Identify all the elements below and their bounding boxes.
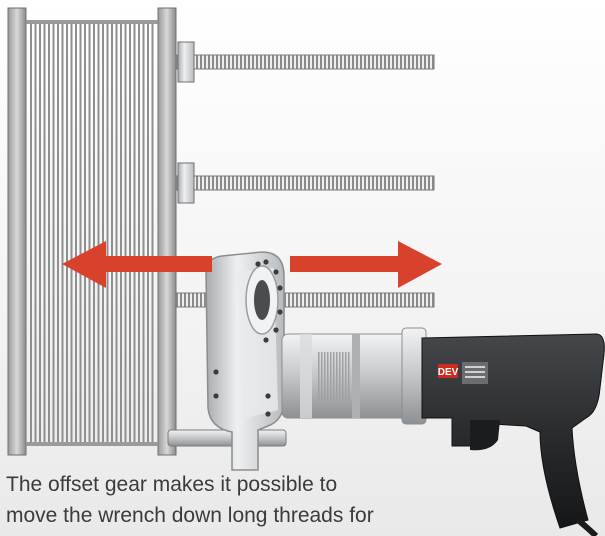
power-cable (576, 517, 599, 536)
tie-rod-middle (175, 162, 435, 204)
arrow-right-icon (290, 241, 442, 288)
hex-nut (177, 162, 195, 204)
caption: The offset gear makes it possible to mov… (6, 469, 566, 531)
tie-rod-top (175, 41, 435, 83)
plate-pack (26, 20, 158, 446)
hex-nut (177, 41, 195, 83)
right-plate (157, 7, 177, 456)
brand-badge (438, 364, 458, 378)
caption-line-2: move the wrench down long threads for (6, 504, 374, 527)
housing-bolts (213, 259, 283, 417)
left-plate (7, 7, 27, 456)
bottom-guide-bar (167, 429, 287, 447)
pistol-grip-housing: DEV (421, 333, 605, 536)
heat-exchanger-frame (7, 7, 177, 456)
brand-text: DEV (438, 367, 459, 378)
caption-line-1: The offset gear makes it possible to (6, 473, 338, 496)
motor-barrel (281, 327, 427, 425)
arrow-left-icon (62, 241, 212, 288)
